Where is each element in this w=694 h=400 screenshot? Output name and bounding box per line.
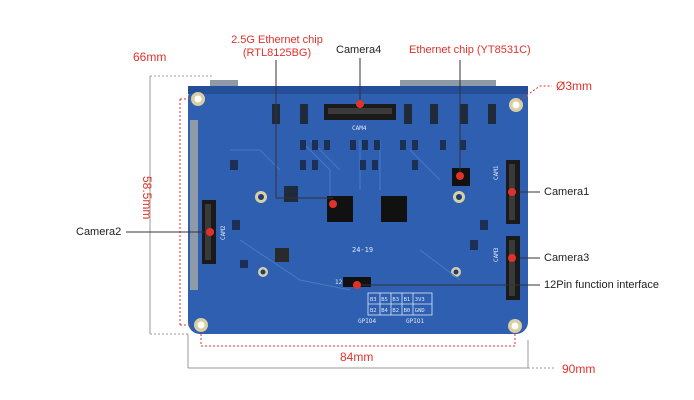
smd-components (230, 140, 488, 268)
pin-label: B2 (392, 308, 399, 314)
pin-label: 3V3 (415, 297, 425, 303)
callout-camera4: Camera4 (336, 44, 382, 56)
pin-label: B3 (392, 297, 399, 303)
callout-dot-camera4 (356, 100, 364, 108)
callout-leaders (126, 58, 540, 286)
callout-dot-yt8531c (456, 172, 464, 180)
dimension-width-outer (187, 334, 556, 369)
silk-gpio-right: GPIO1 (406, 318, 424, 325)
dimension-width-holes (200, 334, 516, 347)
callout-2.5g-line1: 2.5G Ethernet chip (231, 34, 323, 46)
hole-diameter-leader (519, 85, 552, 101)
board-edge-shadow (188, 86, 528, 94)
silk-gpio-left: GPIO4 (358, 318, 376, 325)
callout-2.5g-ethernet: 2.5G Ethernet chip (RTL8125BG) (222, 34, 332, 60)
callout-dot-camera2 (206, 228, 214, 236)
silk-cam3: CAM3 (493, 247, 500, 262)
callout-dot-2.5g (329, 200, 337, 208)
pin-label: B3 (370, 297, 377, 303)
mounting-holes (191, 92, 523, 333)
dim-label-width-outer: 90mm (562, 362, 596, 376)
silk-cam1: CAM1 (493, 165, 500, 180)
dim-label-height-outer: 66mm (133, 50, 167, 64)
side-header-left (190, 120, 198, 290)
silk-pin12: 12 (335, 279, 343, 286)
callout-camera2: Camera2 (76, 226, 122, 238)
callout-camera3: Camera3 (544, 252, 590, 264)
pin-label: B0 (404, 308, 411, 314)
silk-date: 24-19 (352, 246, 373, 254)
chip-center (381, 196, 407, 222)
dim-label-hole-diameter: Ø3mm (556, 79, 592, 93)
callout-camera1: Camera1 (544, 186, 590, 198)
dim-label-width-holes: 84mm (340, 350, 374, 364)
callout-dot-12pin (353, 281, 361, 289)
callout-dot-camera1 (508, 188, 516, 196)
pin-label: GND (415, 308, 425, 314)
pin-label: B4 (381, 308, 388, 314)
pin-label: B2 (370, 308, 377, 314)
pin-label: B1 (404, 297, 411, 303)
silk-cam4: CAM4 (352, 125, 367, 132)
small-ic (284, 186, 298, 202)
ethernet-port-left (210, 80, 238, 90)
pin-label-grid (367, 292, 433, 316)
callout-yt8531c: Ethernet chip (YT8531C) (409, 44, 531, 56)
pcb-board (188, 86, 528, 334)
dim-label-height-holes: 58.5mm (140, 176, 154, 220)
callout-dot-camera3 (508, 254, 516, 262)
callout-2.5g-line2: (RTL8125BG) (242, 47, 312, 59)
dimension-height-holes (179, 98, 192, 326)
silk-cam2: CAM2 (220, 225, 227, 240)
rtl8125bg-chip (327, 196, 353, 222)
callout-12pin: 12Pin function interface (544, 279, 659, 291)
dimension-height-outer (149, 75, 214, 335)
pcb-traces (230, 139, 461, 291)
pin-label: B5 (381, 297, 388, 303)
inductor (275, 248, 289, 262)
